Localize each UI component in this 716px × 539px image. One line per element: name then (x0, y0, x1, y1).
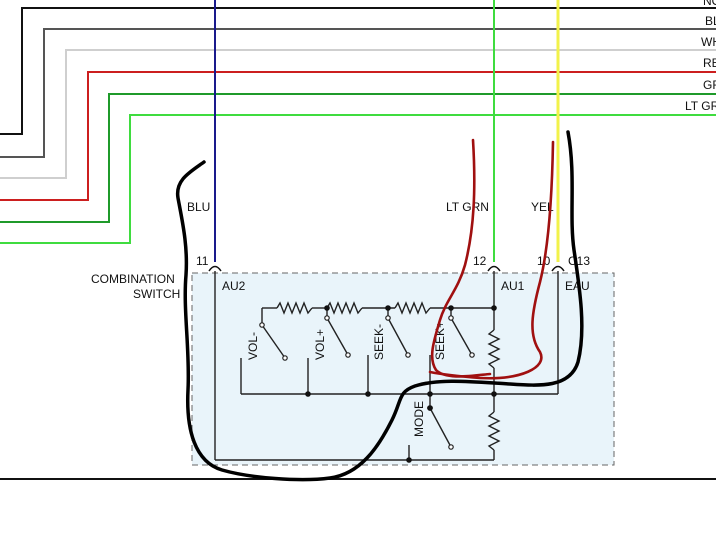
pin-arc-11 (208, 265, 222, 272)
wire-label-no: NO (703, 0, 716, 8)
component-label-line1: COMBINATION (91, 272, 175, 286)
switch-label-seek-minus: SEEK- (372, 324, 386, 360)
terminal-au1: AU1 (501, 279, 525, 293)
pin-arc-10 (551, 265, 565, 272)
wire-label-bl: BL (705, 14, 716, 28)
wire-white (0, 49, 716, 179)
wire-label-blu: BLU (187, 200, 210, 214)
wire-label-re: RE (703, 56, 716, 70)
wire-label-gr: GR (703, 78, 716, 92)
pin-number-11: 11 (196, 254, 209, 268)
wire-label-lt-grn: LT GRN (446, 200, 489, 214)
pin-number-12: 12 (473, 254, 487, 268)
wire-gray (0, 28, 716, 158)
combination-switch-box (191, 272, 615, 466)
junction-dots (305, 305, 497, 463)
switch-label-vol-plus: VOL+ (313, 329, 327, 360)
wire-label-yel: YEL (531, 200, 554, 214)
markup-red-trace-right (428, 140, 555, 380)
switch-circuit (214, 271, 559, 461)
wire-lt-green (0, 114, 716, 244)
wire-label-lt-gr: LT GR (685, 99, 716, 113)
component-label-line2: SWITCH (133, 287, 180, 301)
switch-label-vol-minus: VOL- (246, 332, 260, 360)
markup-black-loop (175, 130, 584, 482)
connector-id-c13: C13 (568, 254, 590, 268)
terminal-au2: AU2 (222, 279, 246, 293)
switch-label-mode: MODE (412, 401, 426, 437)
pin-arc-12 (487, 265, 501, 272)
wire-black (0, 7, 716, 135)
wire-green (0, 93, 716, 223)
wire-red (0, 71, 716, 201)
wire-label-wh: WH (701, 35, 716, 49)
